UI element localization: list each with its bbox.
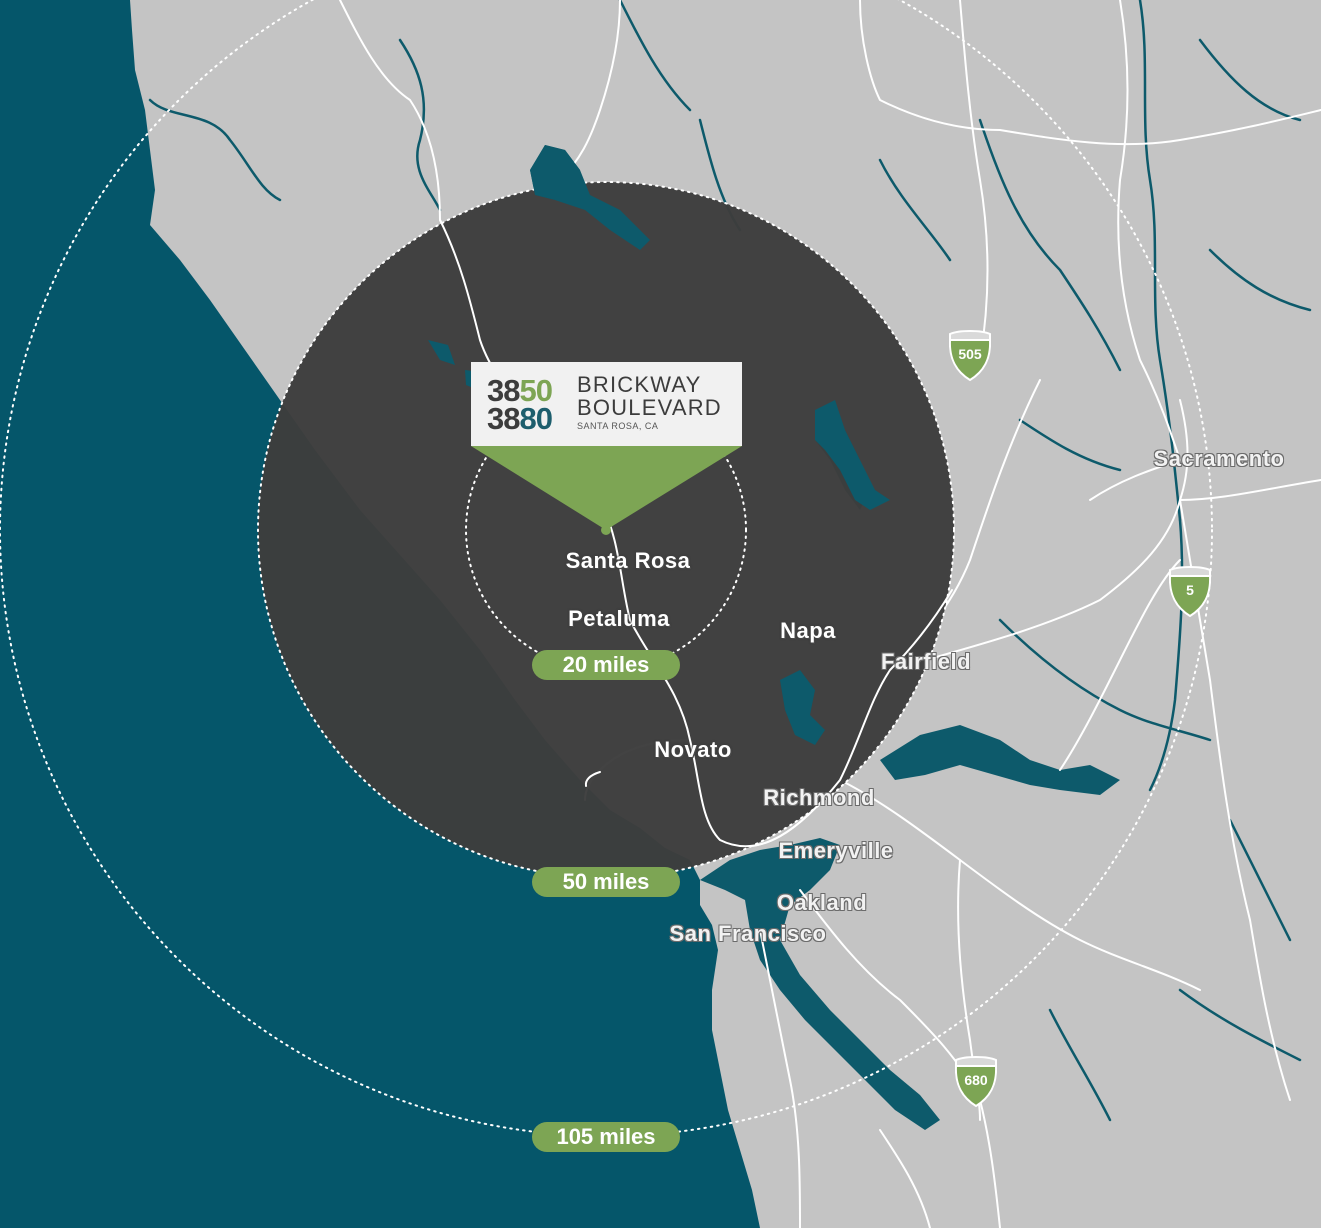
city-oakland: Oakland [776, 890, 868, 915]
interstate-505-number: 505 [958, 346, 982, 362]
inner-water [428, 145, 890, 745]
interstate-680-number: 680 [964, 1072, 988, 1088]
location-pointer [471, 446, 742, 530]
city-sacramento: Sacramento [1153, 446, 1285, 471]
city-richmond: Richmond [763, 785, 875, 810]
shield-icon [1168, 566, 1212, 618]
city-emeryville: Emeryville [778, 838, 894, 863]
location-dot [601, 525, 611, 535]
city-novato: Novato [654, 737, 732, 762]
radius-20-label: 20 miles [532, 650, 680, 680]
logo-number-top-accent: 50 [519, 373, 552, 408]
radius-105-label: 105 miles [532, 1122, 680, 1152]
shield-icon [948, 330, 992, 382]
interstate-680-shield-icon: 680 [953, 1056, 999, 1108]
suisun-bay [880, 725, 1120, 795]
logo-number-bottom-dark: 38 [487, 401, 520, 436]
logo-number-top-dark: 38 [487, 373, 520, 408]
radius-105-ring [0, 0, 1213, 1137]
interstate-5-shield-icon: 5 [1167, 566, 1213, 618]
logo-number-bottom: 3880 [487, 401, 553, 436]
shield-icon [954, 1056, 998, 1108]
city-san-francisco: San Francisco [669, 921, 827, 946]
property-logo-card: 3850 3880 BRICKWAY BOULEVARD SANTA ROSA,… [471, 362, 742, 446]
logo-location: SANTA ROSA, CA [577, 421, 659, 431]
radius-50-label: 50 miles [532, 867, 680, 897]
radius-20-ring [465, 389, 747, 671]
interstate-505-shield-icon: 505 [947, 330, 993, 382]
interstate-5-number: 5 [1186, 582, 1194, 598]
logo-number-bottom-accent: 80 [519, 401, 552, 436]
city-petaluma: Petaluma [568, 606, 670, 631]
city-fairfield: Fairfield [880, 649, 972, 674]
rivers [148, 0, 1312, 1122]
logo-number-top: 3850 [487, 373, 553, 408]
logo-name-line2: BOULEVARD [577, 395, 722, 420]
city-santa-rosa: Santa Rosa [565, 548, 691, 573]
logo-name-line1: BRICKWAY [577, 372, 702, 397]
city-napa: Napa [780, 618, 836, 643]
san-pablo-bay [700, 838, 940, 1130]
